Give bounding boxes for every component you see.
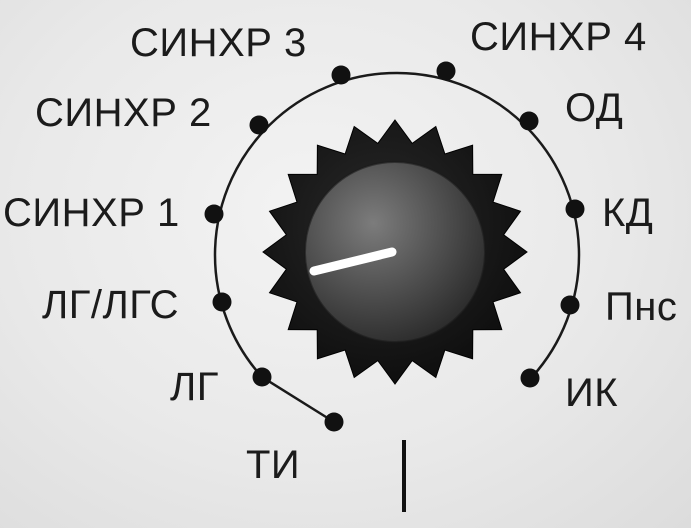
- position-label-sync4: СИНХР 4: [470, 15, 647, 59]
- position-dot-ik: [520, 368, 540, 388]
- position-dot-lg-lgs: [212, 292, 232, 312]
- position-dot-lg: [252, 367, 272, 387]
- position-dot-kd: [565, 199, 585, 219]
- position-dot-sync1: [204, 204, 224, 224]
- position-dot-pns: [560, 295, 580, 315]
- position-dot-sync3: [331, 65, 351, 85]
- position-label-sync2: СИНХР 2: [35, 91, 212, 135]
- position-dot-sync2: [249, 115, 269, 135]
- position-label-sync1: СИНХР 1: [3, 191, 180, 235]
- position-dot-sync4: [436, 61, 456, 81]
- knob-pointer: [309, 247, 397, 276]
- position-label-lg: ЛГ: [170, 365, 219, 409]
- position-label-ti: ТИ: [246, 443, 301, 487]
- position-label-lg-lgs: ЛГ/ЛГС: [42, 283, 180, 327]
- position-label-kd: КД: [602, 191, 654, 235]
- position-label-od: ОД: [565, 86, 624, 130]
- position-label-pns: Пнс: [605, 285, 678, 329]
- position-dot-ti: [324, 412, 344, 432]
- position-label-ik: ИК: [565, 371, 619, 415]
- position-label-sync3: СИНХР 3: [130, 21, 307, 65]
- scale-arc: [213, 71, 581, 424]
- position-dot-od: [519, 111, 539, 131]
